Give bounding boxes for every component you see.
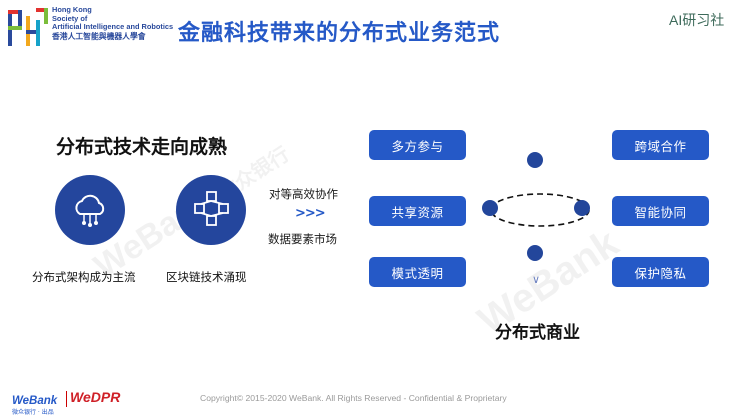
cloud-network-icon [75, 194, 105, 227]
webank-logo: WeBank 微众银行 · 出品 [12, 389, 57, 416]
caption-blockchain: 区块链技术涌现 [166, 270, 247, 284]
down-arrow-icon: ∨ [532, 273, 541, 286]
wedpr-logo: WeDPR [70, 389, 121, 405]
peer-collaboration-text: 对等高效协作 [269, 187, 338, 201]
org-name-en-3: Artificial Intelligence and Robotics [52, 22, 174, 32]
hksair-logo-icon [6, 6, 50, 50]
section-heading: 分布式技术走向成熟 [56, 136, 228, 158]
webank-logo-text: WeBank [12, 395, 58, 407]
footer-divider [66, 391, 67, 407]
page-title: 金融科技带来的分布式业务范式 [178, 21, 501, 46]
org-name-en-2: Society of [52, 13, 88, 23]
box-transparent-mode: 模式透明 [369, 257, 466, 287]
box-multi-party: 多方参与 [369, 130, 466, 160]
org-name-en-1: Hong Kong [52, 5, 92, 14]
network-node-bottom [527, 245, 543, 261]
box-shared-resources: 共享资源 [369, 196, 466, 226]
data-market-text: 数据要素市场 [268, 232, 337, 246]
network-node-top [527, 152, 543, 168]
org-name: Hong Kong Society of Artificial Intellig… [52, 5, 182, 41]
webank-logo-sub: 微众银行 · 出品 [12, 409, 54, 416]
cloud-circle [55, 175, 125, 245]
caption-distributed-architecture: 分布式架构成为主流 [32, 270, 136, 284]
blockchain-cubes-icon [194, 191, 229, 226]
forward-arrows-icon: >>> [295, 206, 326, 221]
network-node-left [482, 200, 498, 216]
network-node-right [574, 200, 590, 216]
brand-ai-yanxishe: AI研习社 [669, 12, 725, 28]
box-cross-domain: 跨域合作 [612, 130, 709, 160]
blockchain-circle [176, 175, 246, 245]
org-name-zh: 香港人工智能與機器人學會 [52, 31, 146, 41]
copyright-text: Copyright© 2015-2020 WeBank. All Rights … [200, 393, 507, 403]
box-privacy: 保护隐私 [612, 257, 709, 287]
box-smart-collab: 智能协同 [612, 196, 709, 226]
distributed-business-label: 分布式商业 [495, 323, 580, 343]
